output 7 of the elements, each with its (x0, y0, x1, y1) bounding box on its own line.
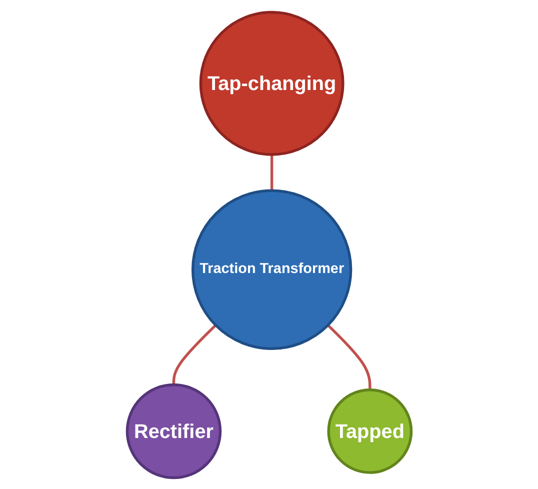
node-circle: Tap-changing (199, 10, 344, 156)
node-circle: Rectifier (126, 382, 222, 479)
node-circle: Traction Transformer (191, 188, 352, 350)
connector (326, 324, 372, 390)
connector (270, 154, 273, 190)
connector (172, 324, 216, 384)
node-circle: Tapped (326, 388, 412, 474)
